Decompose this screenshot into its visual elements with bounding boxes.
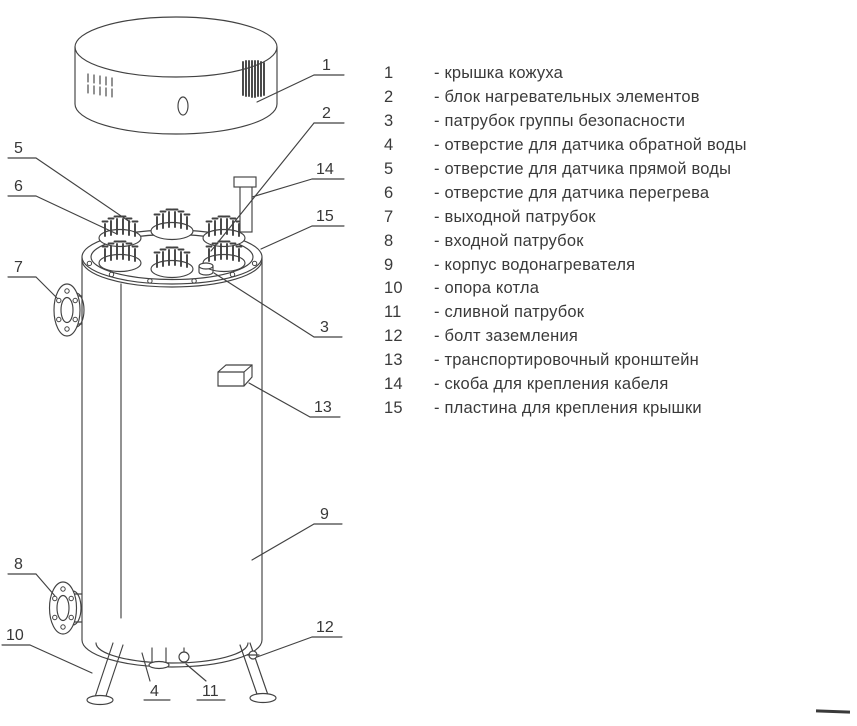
legend-item-1: 1 - крышка кожуха <box>384 62 747 86</box>
legend-item-text: - патрубок группы безопасности <box>434 111 686 130</box>
vent-slots-left-icon <box>87 73 113 98</box>
legend-item-8: 8 - входной патрубок <box>384 230 747 254</box>
legend-item-number: 3 <box>384 111 394 130</box>
legend-item-number: 14 <box>384 375 403 394</box>
legend-item-13: 13 - транспортировочный кронштейн <box>384 349 747 373</box>
legend-item-text: - корпус водонагревателя <box>434 255 636 274</box>
callout-label-14: 14 <box>316 161 334 178</box>
legend-item-text: - сливной патрубок <box>434 303 585 322</box>
legend-item-number: 13 <box>384 351 403 370</box>
legend-item-number: 1 <box>384 64 394 82</box>
transport-bracket <box>217 364 253 387</box>
legend-item-text: - крышка кожуха <box>434 64 564 82</box>
callout-label-2: 2 <box>322 105 331 122</box>
callout-label-5: 5 <box>14 140 23 157</box>
legend-item-number: 9 <box>384 255 394 274</box>
legend-item-7: 7 - выходной патрубок <box>384 206 747 230</box>
legend-item-15: 15 - пластина для крепления крышки <box>384 397 747 421</box>
legend-item-text: - отверстие для датчика прямой воды <box>434 159 732 178</box>
tank-body <box>81 256 263 668</box>
legend-item-10: 10 - опора котла <box>384 277 747 301</box>
callout-label-8: 8 <box>14 556 23 573</box>
legend-item-9: 9 - корпус водонагревателя <box>384 254 747 278</box>
legend-item-text: - болт заземления <box>434 327 579 346</box>
drain-stub <box>178 647 190 663</box>
legend-item-11: 11 - сливной патрубок <box>384 301 747 325</box>
ground-bolt <box>246 650 260 660</box>
callout-label-12: 12 <box>316 619 334 636</box>
callout-label-15: 15 <box>316 208 334 225</box>
callout-label-13: 13 <box>314 399 332 416</box>
parts-legend: 1 - крышка кожуха 2 - блок нагревательны… <box>384 62 747 421</box>
legend-item-text: - транспортировочный кронштейн <box>434 351 699 370</box>
legend-item-12: 12 - болт заземления <box>384 325 747 349</box>
legend-item-3: 3 - патрубок группы безопасности <box>384 110 747 134</box>
safety-group-stub <box>198 262 214 276</box>
legend-item-2: 2 - блок нагревательных элементов <box>384 86 747 110</box>
legend-item-number: 7 <box>384 207 394 226</box>
legend-item-4: 4 - отверстие для датчика обратной воды <box>384 134 747 158</box>
legend-item-text: - выходной патрубок <box>434 207 596 226</box>
legend-item-number: 11 <box>384 303 402 322</box>
legend-item-number: 15 <box>384 399 403 418</box>
callout-label-9: 9 <box>320 506 329 523</box>
legend-item-text: - входной патрубок <box>434 231 584 250</box>
callout-label-7: 7 <box>14 259 23 276</box>
legend-item-text: - блок нагревательных элементов <box>434 87 700 106</box>
scan-mark <box>815 709 851 714</box>
legend-item-14: 14 - скоба для крепления кабеля <box>384 373 747 397</box>
legend-item-5: 5 - отверстие для датчика прямой воды <box>384 158 747 182</box>
legend-item-number: 4 <box>384 135 394 154</box>
outlet-flange-upper <box>53 283 85 337</box>
callout-label-6: 6 <box>14 178 23 195</box>
vent-grill-right-icon <box>242 60 265 98</box>
callout-label-11: 11 <box>202 683 219 700</box>
legend-item-text: - пластина для крепления крышки <box>434 399 702 418</box>
callout-label-1: 1 <box>322 57 331 74</box>
legend-item-number: 10 <box>384 279 403 298</box>
legend-item-text: - скоба для крепления кабеля <box>434 375 669 394</box>
support-legs <box>86 642 277 706</box>
legend-item-number: 2 <box>384 87 394 106</box>
legend-item-text: - отверстие для датчика перегрева <box>434 183 710 202</box>
sensor-stub <box>151 647 167 665</box>
legend-item-number: 12 <box>384 327 403 346</box>
callout-label-3: 3 <box>320 319 329 336</box>
legend-item-number: 8 <box>384 231 394 250</box>
callout-leaders <box>1 74 345 701</box>
legend-item-6: 6 - отверстие для датчика перегрева <box>384 182 747 206</box>
legend-item-text: - отверстие для датчика обратной воды <box>434 135 747 154</box>
callout-numbers: 1 2 14 15 5 6 7 3 13 9 8 10 4 11 12 <box>6 57 334 700</box>
legend-item-text: - опора котла <box>434 279 540 298</box>
boiler-diagram: 1 2 14 15 5 6 7 3 13 9 8 10 4 11 12 <box>1 16 345 706</box>
legend-item-number: 6 <box>384 183 394 202</box>
cable-bracket <box>233 176 257 233</box>
callout-label-10: 10 <box>6 627 24 644</box>
inlet-flange-lower <box>48 581 83 635</box>
callout-label-4: 4 <box>150 683 159 700</box>
legend-item-number: 5 <box>384 159 394 178</box>
cover-handle-icon <box>177 96 189 116</box>
cover-cap <box>74 16 278 135</box>
